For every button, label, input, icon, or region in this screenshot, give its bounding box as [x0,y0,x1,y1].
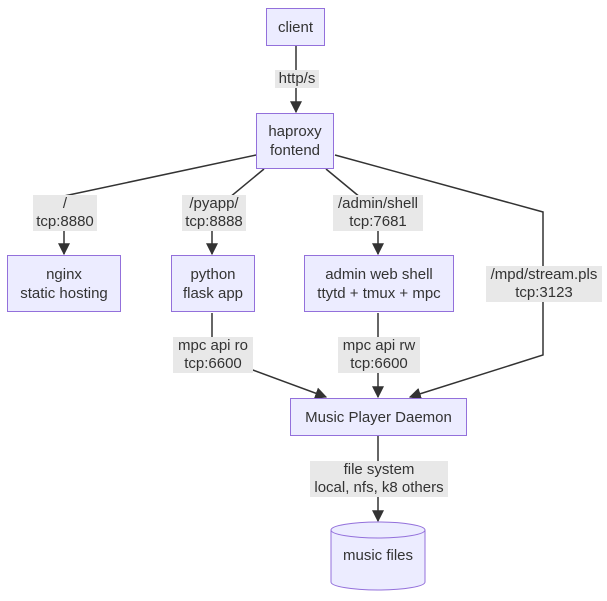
edge-label-python-mpd: mpc api ro tcp:6600 [173,337,253,373]
node-mpd: Music Player Daemon [290,398,467,436]
edge-label-client-haproxy: http/s [275,70,319,88]
edge-label-admin-mpd: mpc api rw tcp:6600 [338,337,420,373]
edge-label-mpd-files: file system local, nfs, k8 others [310,461,448,497]
node-client: client [266,8,325,46]
node-nginx: nginx static hosting [7,255,121,312]
node-python: python flask app [171,255,255,312]
node-client-label: client [277,18,314,36]
node-mpd-label: Music Player Daemon [305,408,452,426]
node-haproxy-label: haproxy fontend [268,123,322,159]
node-python-label: python flask app [182,265,244,302]
node-files-label: music files [342,547,413,564]
edge-label-haproxy-python: /pyapp/ tcp:8888 [182,195,246,231]
node-nginx-label: nginx static hosting [20,265,108,302]
edge-label-haproxy-mpd: /mpd/stream.pls tcp:3123 [486,266,602,302]
edge-label-haproxy-admin: /admin/shell tcp:7681 [333,195,423,231]
node-haproxy: haproxy fontend [256,113,334,169]
music-files-cylinder [330,521,426,591]
edge-label-haproxy-nginx: / tcp:8880 [33,195,97,231]
node-admin-label: admin web shell ttytd + tmux + mpc [317,265,441,302]
node-admin: admin web shell ttytd + tmux + mpc [304,255,454,312]
